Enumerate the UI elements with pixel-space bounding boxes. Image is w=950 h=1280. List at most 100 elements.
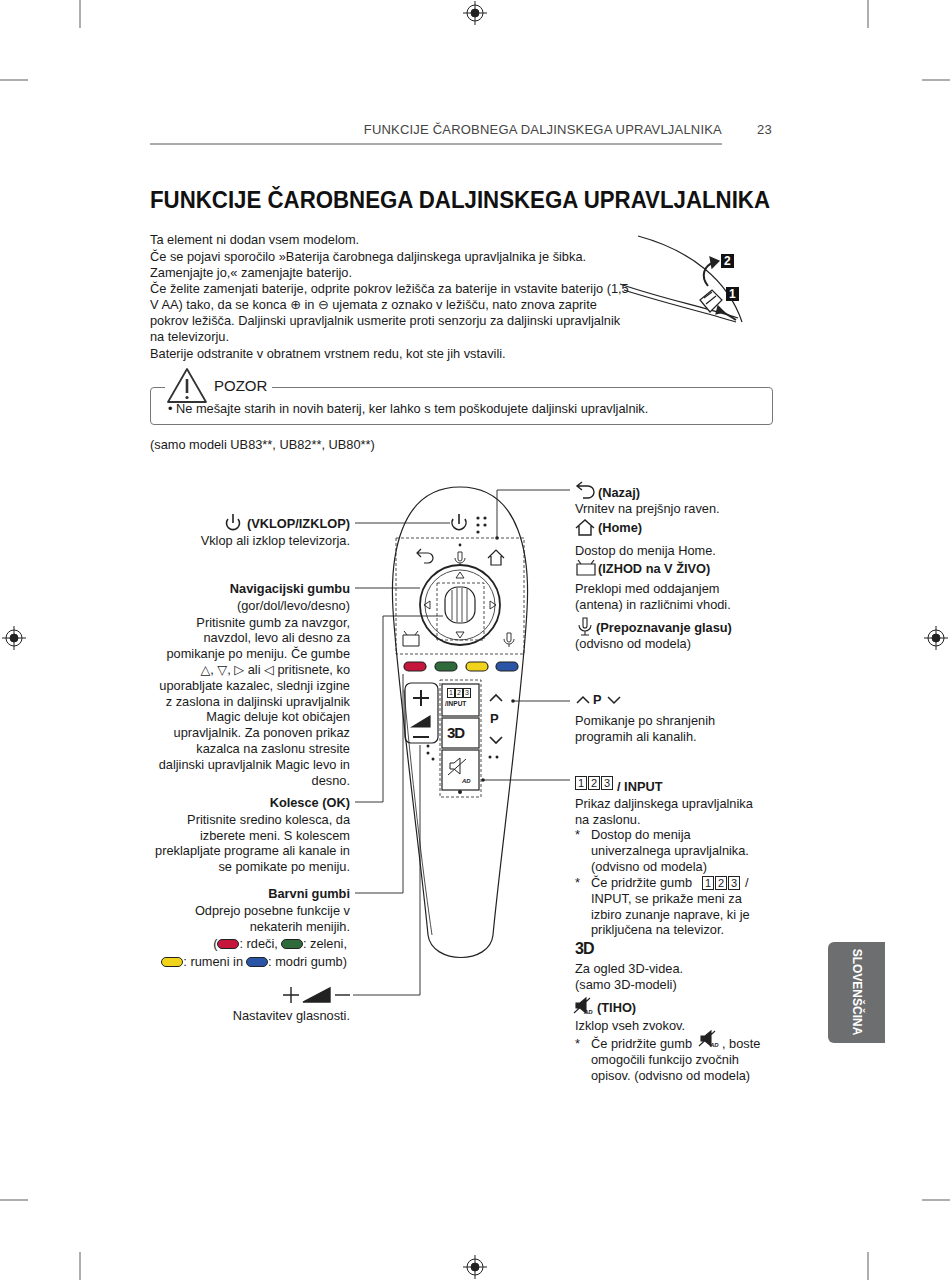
leader-lines	[497, 490, 570, 538]
remote-control	[489, 756, 492, 759]
remote-control	[476, 516, 479, 519]
leader-lines	[355, 588, 420, 589]
button-description: Za ogled 3D-videa. (samo 3D-modeli)	[575, 961, 700, 993]
button-description: Odprejo posebne funkcije v nekaterih men…	[150, 903, 350, 935]
button-icons	[577, 482, 594, 498]
remote-control	[420, 565, 500, 645]
remote-control	[404, 690, 432, 935]
remote-control	[476, 530, 479, 533]
warning-triangle	[165, 366, 209, 406]
caution-box: POZOR• Ne mešajte starih in novih bateri…	[150, 387, 773, 425]
remote-control	[412, 716, 430, 727]
battery-illustration	[704, 292, 716, 304]
remote-control	[466, 662, 488, 671]
button-icons	[303, 988, 330, 1002]
button-icons	[608, 697, 620, 703]
note-text: Če pridržite gumb	[591, 1036, 692, 1052]
remote-control	[455, 552, 465, 566]
button-icons	[283, 987, 299, 1003]
remote-control	[405, 683, 438, 743]
remote-control	[448, 758, 466, 775]
page-number: 23	[757, 122, 772, 138]
remote-control	[483, 523, 486, 526]
remote-control	[452, 588, 467, 622]
leader-lines	[353, 745, 420, 995]
remote-control	[496, 662, 518, 671]
remote-control	[424, 572, 496, 638]
button-name: P	[593, 692, 602, 708]
remote-control	[404, 662, 426, 671]
icon-text: AD	[710, 1042, 719, 1049]
remote-control	[467, 589, 468, 621]
button-name: Kolesce (OK)	[150, 795, 350, 811]
remote-control	[396, 538, 524, 654]
key-digit: 2	[588, 776, 600, 790]
page-title: FUNKCIJE ČAROBNEGA DALJINSKEGA UPRAVLJAL…	[150, 186, 770, 214]
battery-illustration	[620, 236, 742, 322]
button-description: Vklop ali izklop televizorja.	[150, 533, 350, 549]
remote-control	[417, 549, 433, 563]
remote-key-text: 3	[463, 688, 471, 698]
button-icons	[576, 520, 594, 535]
registration-mark	[14, 626, 15, 650]
remote-control	[476, 523, 479, 526]
legend-text: : modri gumb)	[268, 954, 347, 969]
battery-illustration	[710, 257, 719, 268]
battery-illustration	[620, 284, 738, 318]
button-description: Dostop do menija Home.	[575, 543, 775, 559]
leader-lines	[513, 701, 570, 702]
button-icons	[577, 697, 589, 703]
remote-key-text: P	[490, 711, 499, 726]
button-description: (odvisno od modela)	[575, 636, 691, 652]
key-digit: 3	[728, 876, 740, 890]
remote-control	[490, 695, 502, 743]
remote-control	[488, 550, 504, 565]
remote-control	[427, 745, 430, 748]
remote-control	[435, 662, 457, 671]
crop-marks	[868, 1252, 869, 1280]
crop-marks	[80, 0, 81, 28]
remote-control	[440, 680, 481, 797]
leader-lines	[355, 616, 443, 802]
remote-control	[392, 487, 527, 958]
running-header: FUNKCIJE ČAROBNEGA DALJINSKEGA UPRAVLJAL…	[150, 122, 722, 138]
remote-control	[496, 756, 499, 759]
body-text: Ta element ni dodan vsem modelom.	[150, 232, 630, 248]
note-text: / INPUT, se prikaže meni za izbiro zunan…	[591, 875, 766, 938]
legend-swatch	[281, 939, 303, 949]
note-text: Če pridržite gumb	[591, 875, 692, 891]
leader-lines	[511, 699, 515, 703]
button-name: (Nazaj)	[598, 485, 640, 501]
icon-text: AD	[584, 1009, 593, 1016]
caution-heading: POZOR	[209, 377, 272, 395]
leader-lines	[481, 536, 515, 782]
battery-illustration	[624, 290, 736, 322]
button-description: Preklopi med oddajanjem (antena) in razl…	[575, 581, 760, 613]
remote-control	[483, 516, 486, 519]
remote-control	[462, 588, 463, 622]
crop-marks	[922, 80, 950, 81]
leader-lines	[481, 778, 485, 782]
legend-text: : rumeni in	[183, 954, 243, 969]
remote-control	[427, 516, 499, 794]
legend-swatch	[217, 939, 239, 949]
remote-key-text: /INPUT	[445, 700, 466, 708]
note-mark: *	[575, 827, 580, 843]
remote-control	[403, 631, 419, 646]
key-digit: 1	[702, 876, 714, 890]
button-icons	[577, 560, 595, 575]
note-mark: *	[575, 875, 580, 891]
remote-control	[442, 718, 479, 748]
button-icons	[335, 994, 350, 995]
crop-marks	[868, 0, 869, 28]
button-icons	[579, 618, 591, 635]
remote-control	[437, 583, 484, 640]
body-text: Baterije odstranite v obratnem vrstnem r…	[150, 346, 630, 362]
key-digit: 2	[715, 876, 727, 890]
button-name: (Prepoznavanje glasu)	[596, 620, 732, 636]
remote-control	[442, 684, 479, 716]
remote-control	[452, 514, 466, 530]
